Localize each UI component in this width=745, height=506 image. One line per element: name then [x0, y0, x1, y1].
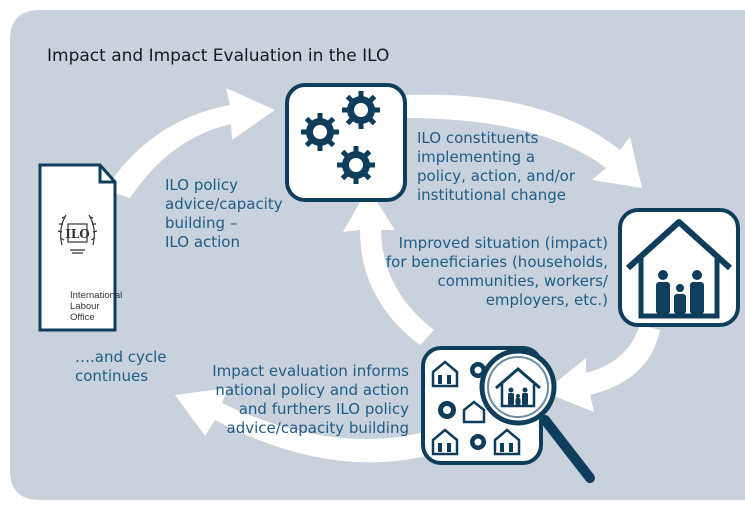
caption-line: Office: [70, 312, 95, 323]
document-caption: International Labour Office: [70, 290, 122, 323]
text-line: Improved situation (impact): [398, 234, 608, 252]
step-cycle-text: ….and cycle continues: [75, 348, 167, 386]
magnifier-houses-icon: [421, 346, 595, 483]
text-line: ILO action: [165, 233, 240, 251]
step-constituents-text: ILO constituents implementing a policy, …: [417, 129, 575, 205]
gear-icon: [301, 113, 339, 151]
text-line: and furthers ILO policy: [238, 400, 409, 418]
text-line: policy, action, and/or: [417, 167, 576, 185]
text-line: ….and cycle: [75, 348, 167, 366]
text-line: advice/capacity building: [226, 419, 409, 437]
house-family-icon: [618, 208, 740, 327]
text-line: implementing a: [417, 148, 536, 166]
text-line: Impact evaluation informs: [212, 362, 409, 380]
cycle-arrows: [105, 88, 660, 463]
text-line: building –: [165, 214, 238, 232]
text-line: advice/capacity: [165, 195, 283, 213]
text-line: institutional change: [417, 186, 566, 204]
arrow-to-house: [405, 94, 642, 188]
caption-line: International: [70, 290, 123, 301]
text-line: ILO constituents: [417, 129, 539, 147]
text-line: continues: [75, 367, 149, 385]
text-line: communities, workers/: [437, 272, 609, 290]
step-improved-text: Improved situation (impact) for benefici…: [386, 234, 608, 310]
step-ilo-action-text: ILO policy advice/capacity building – IL…: [165, 176, 283, 252]
text-line: employers, etc.): [485, 291, 608, 309]
arrow-to-cycle: [175, 388, 430, 463]
text-line: national policy and action: [215, 381, 409, 399]
arrow-to-magnifier: [544, 325, 660, 412]
gear-icon: [342, 91, 380, 129]
gear-icon: [337, 146, 375, 184]
step-evaluation-text: Impact evaluation informs national polic…: [212, 362, 409, 438]
arrow-to-gears-return: [343, 188, 434, 345]
text-line: for beneficiaries (households,: [385, 253, 608, 271]
arrow-to-gears: [105, 88, 275, 198]
document-icon: ILO: [38, 163, 117, 332]
ilo-logo-text: ILO: [65, 227, 90, 241]
ilo-logo: [57, 214, 98, 254]
family-icon: [656, 270, 704, 314]
gears-icon: [285, 83, 407, 202]
diagram-title: Impact and Impact Evaluation in the ILO: [47, 46, 390, 66]
caption-line: Labour: [70, 301, 100, 312]
text-line: ILO policy: [165, 176, 238, 194]
